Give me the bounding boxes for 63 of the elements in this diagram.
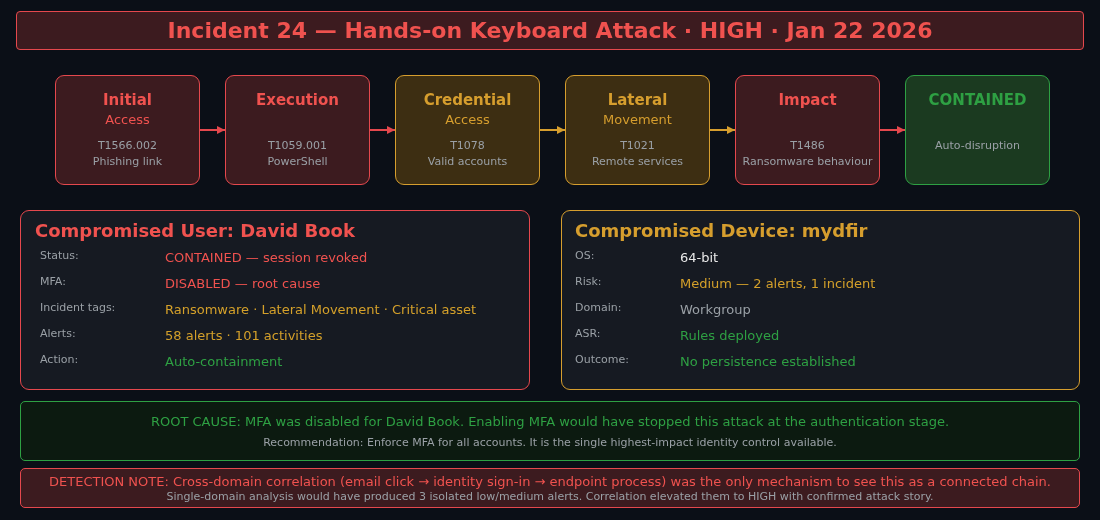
field-label: Domain:: [575, 300, 622, 316]
stage-name: Credential: [423, 90, 512, 110]
stage-box: [735, 75, 880, 185]
title-text: Incident 24 — Hands-on Keyboard Attack · HIGH · Jan 22 2026: [167, 16, 933, 45]
field-label: Alerts:: [40, 326, 76, 342]
arrow: [879, 126, 906, 134]
stage-name: Execution: [256, 90, 339, 110]
field-label: Status:: [40, 248, 79, 264]
stage-subtitle: Movement: [603, 111, 672, 129]
field-value: Rules deployed: [680, 327, 780, 345]
stage-box: [565, 75, 710, 185]
stage-box: [55, 75, 200, 185]
stage-name: Lateral: [607, 90, 668, 110]
field-label: Outcome:: [575, 352, 629, 368]
stage-name: CONTAINED: [928, 90, 1027, 110]
stage-detail: Ransomware behaviour: [742, 154, 873, 170]
field-value: Medium — 2 alerts, 1 incident: [680, 275, 876, 293]
arrow: [369, 126, 396, 134]
field-value: Ransomware · Lateral Movement · Critical asset: [165, 301, 477, 319]
field-label: MFA:: [40, 274, 66, 290]
field-label: Risk:: [575, 274, 602, 290]
stage-detail: T1078: [450, 138, 485, 154]
stage-detail: T1486: [790, 138, 825, 154]
stage-name: Initial: [103, 90, 152, 110]
stage-box: [225, 75, 370, 185]
stage-box: [395, 75, 540, 185]
stage-name: Impact: [778, 90, 837, 110]
field-value: DISABLED — root cause: [165, 275, 321, 293]
stage-detail: T1566.002: [97, 138, 158, 154]
stage-subtitle: Access: [105, 111, 150, 129]
stage-detail: Auto-disruption: [935, 138, 1020, 154]
field-label: OS:: [575, 248, 595, 264]
field-value: Workgroup: [680, 301, 751, 319]
stage-detail: Remote services: [591, 154, 684, 170]
note-banner: [20, 401, 1080, 461]
stage-detail: T1059.001: [267, 138, 328, 154]
note-text: DETECTION NOTE: Cross-domain correlation (email click → identity sign-in → endpoint process) was the only mechanism to see this as a connected chain.: [49, 472, 1051, 490]
field-label: Incident tags:: [40, 300, 116, 316]
note-text: ROOT CAUSE: MFA was disabled for David Book. Enabling MFA would have stopped this attack at the authentication stage.: [150, 412, 950, 430]
field-label: Action:: [40, 352, 79, 368]
panel-title: Compromised Device: mydfir: [575, 219, 868, 243]
stage-box: [905, 75, 1050, 185]
stage-detail: T1021: [620, 138, 655, 154]
field-value: 64-bit: [680, 249, 719, 267]
panel-title: Compromised User: David Book: [35, 219, 355, 243]
arrow: [539, 126, 566, 134]
info-panel: [20, 210, 530, 390]
arrow: [709, 126, 736, 134]
note-subtext: Recommendation: Enforce MFA for all accounts. It is the single highest-impact identity control available.: [263, 435, 837, 450]
stage-detail: Phishing link: [92, 154, 163, 170]
info-panel: [561, 210, 1080, 390]
stage-detail: PowerShell: [267, 154, 328, 170]
stage-detail: Valid accounts: [427, 154, 508, 170]
title-banner: [16, 11, 1084, 50]
note-banner: [20, 468, 1080, 508]
field-label: ASR:: [575, 326, 601, 342]
field-value: CONTAINED — session revoked: [165, 249, 368, 267]
stage-subtitle: Access: [445, 111, 490, 129]
field-value: Auto-containment: [165, 353, 283, 371]
arrow: [199, 126, 226, 134]
note-subtext: Single-domain analysis would have produced 3 isolated low/medium alerts. Correlation elevated them to HIGH with confirmed attack story.: [166, 489, 934, 504]
field-value: No persistence established: [680, 353, 856, 371]
field-value: 58 alerts · 101 activities: [165, 327, 323, 345]
